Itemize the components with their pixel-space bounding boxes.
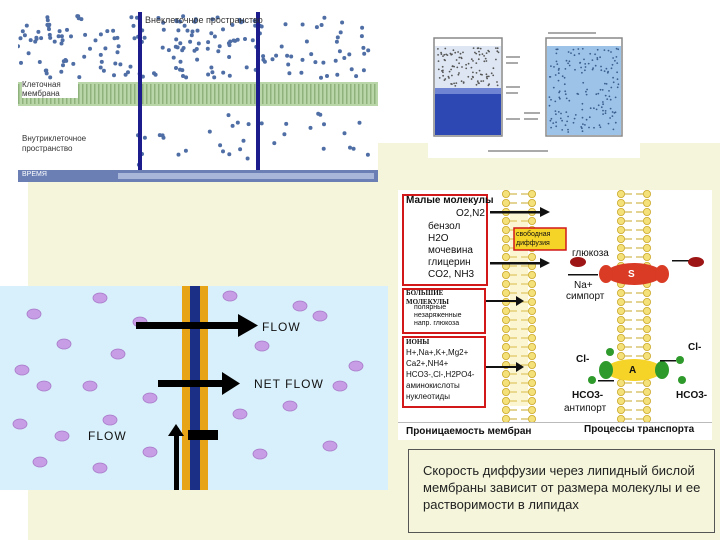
ions-line-1: H+,Na+,K+,Mg2+	[406, 348, 468, 357]
ions-title: ИОНЫ	[406, 337, 429, 348]
molecule-urea: мочевина	[428, 245, 473, 256]
flow-label-top: FLOW	[262, 320, 301, 334]
diffusion-panel: Внеклеточное пространство Клеточная мемб…	[18, 12, 378, 182]
molecule-h2o: H2O	[428, 233, 449, 244]
hco3-left-label: HCO3-	[572, 390, 603, 401]
extracellular-label: Внеклеточное пространство	[145, 15, 263, 25]
molecule-co2-nh3: CO2, NH3	[428, 269, 474, 280]
membrane-permeability-panel: Малые молекулы O2,N2 бензол H2O мочевина…	[398, 190, 712, 440]
glucose-out	[688, 257, 704, 267]
divider-line-left	[138, 12, 142, 170]
net-flow-label: NET FLOW	[254, 377, 324, 391]
divider-line-right	[256, 12, 260, 170]
small-molecules-title: Малые молекулы	[406, 195, 493, 206]
time-bar-track	[118, 173, 374, 179]
symport-ion-label: Na+	[574, 280, 593, 291]
symport-label: симпорт	[566, 291, 604, 302]
ions-line-5: нуклеотиды	[406, 392, 450, 401]
cl-right-label: Cl-	[688, 342, 701, 353]
glucose-label: глюкоза	[572, 248, 609, 259]
free-diffusion-label: свободная диффузия	[516, 230, 566, 248]
caption-text: Скорость диффузии через липидный бислой …	[423, 462, 705, 513]
carrier-a-label: A	[629, 365, 636, 376]
flow-label-bottom: FLOW	[88, 429, 127, 443]
large-molecules-desc: полярные незаряженные напр. глюкоза	[414, 304, 480, 328]
beakers-panel	[428, 26, 640, 158]
time-label: ВРЕМЯ	[22, 171, 47, 178]
flow-illustration	[0, 286, 388, 490]
hco3-right-label: HCO3-	[676, 390, 707, 401]
ions-line-4: аминокислоты	[406, 381, 460, 390]
permeability-caption: Проницаемость мембран	[406, 426, 531, 437]
beakers-illustration	[428, 26, 640, 158]
carrier-s-label: S	[628, 269, 635, 280]
membrane-label: Клеточная мембрана	[22, 80, 78, 98]
ions-line-2: Ca2+,NH4+	[406, 359, 448, 368]
flow-membrane-core	[190, 286, 200, 490]
ions-line-3: HCO3-,Cl-,H2PO4-	[406, 370, 474, 379]
flow-panel: FLOW NET FLOW FLOW	[0, 286, 388, 490]
transport-caption: Процессы транспорта	[584, 424, 694, 435]
intracellular-label: Внутриклеточное пространство	[22, 134, 114, 154]
beaker-right	[546, 38, 622, 136]
molecule-glycerol: глицерин	[428, 257, 471, 268]
caption-box: Скорость диффузии через липидный бислой …	[408, 449, 715, 533]
beaker-left	[434, 38, 502, 136]
molecule-o2-n2: O2,N2	[456, 208, 485, 219]
cl-left-label: Cl-	[576, 354, 589, 365]
antiport-label: антипорт	[564, 403, 606, 414]
molecule-benzene: бензол	[428, 221, 460, 232]
